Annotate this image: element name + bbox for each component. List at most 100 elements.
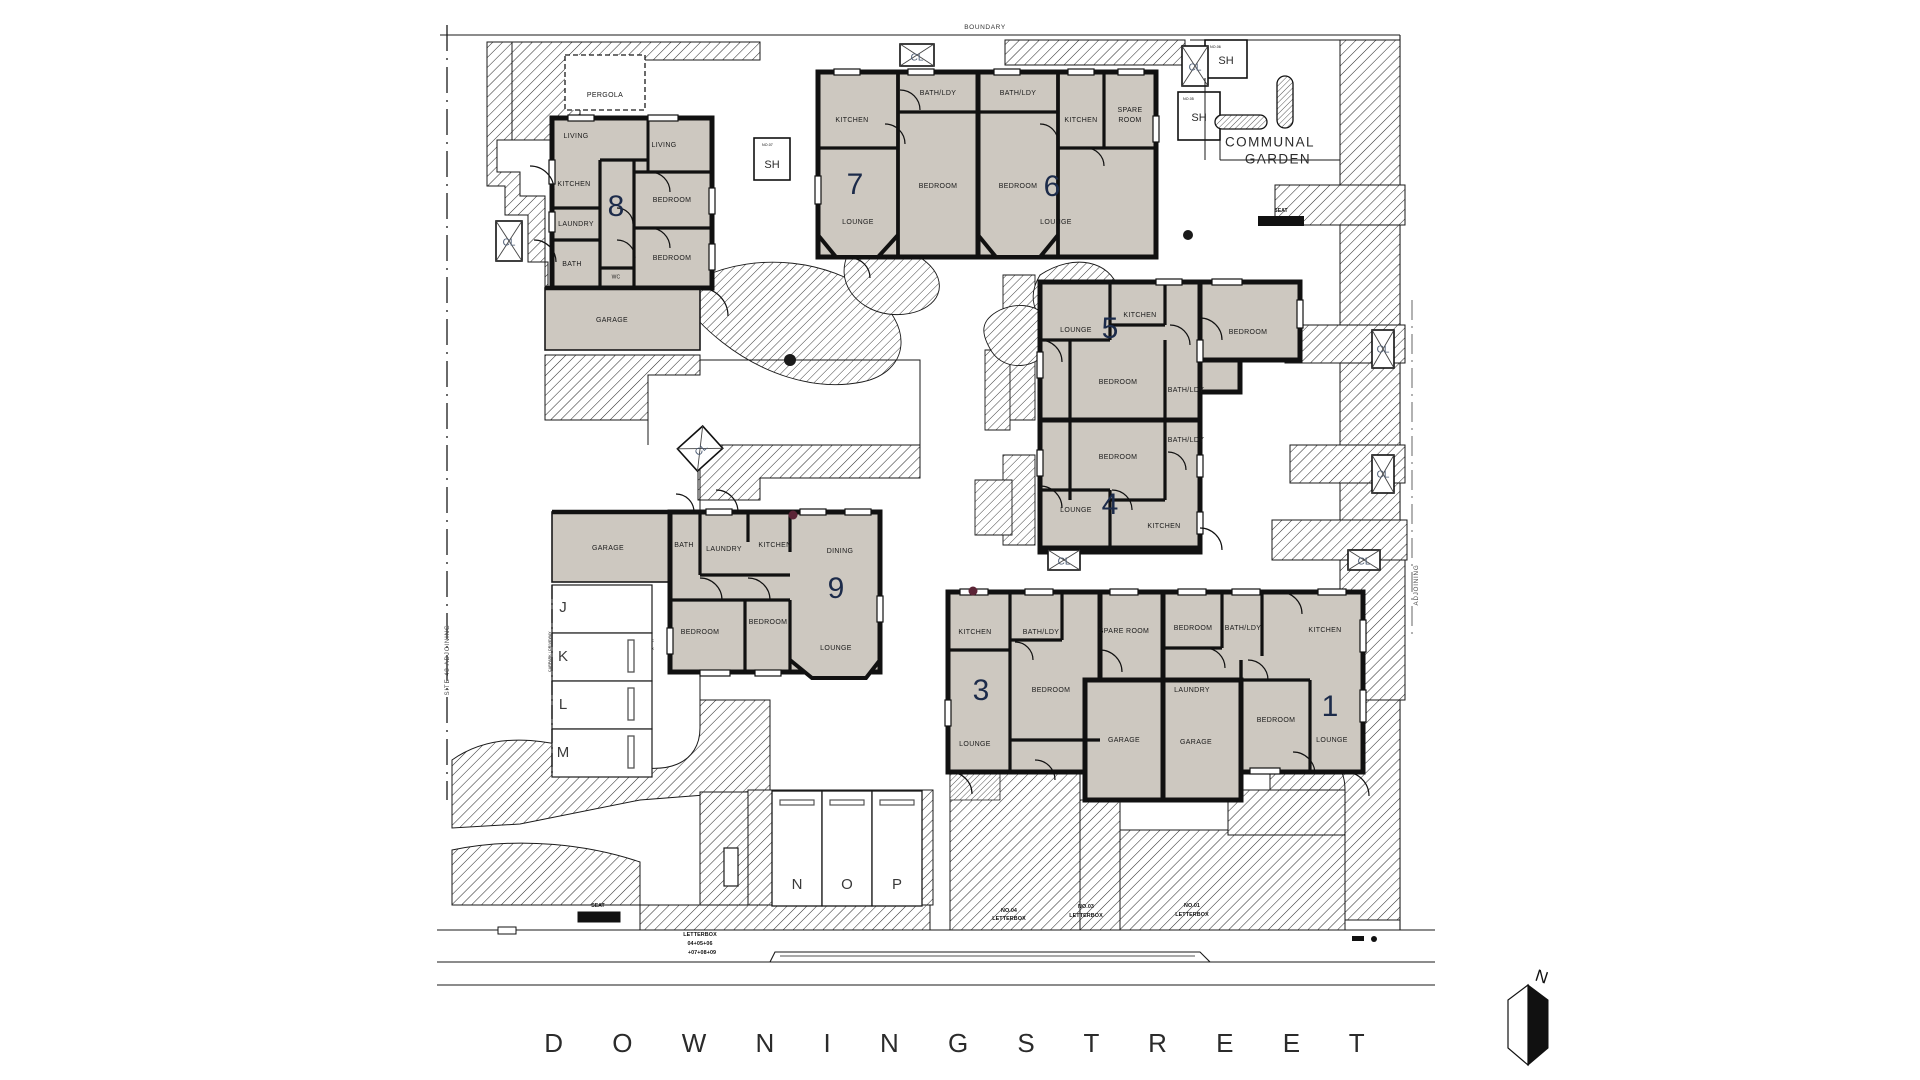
room-label: SPARE	[1118, 107, 1143, 114]
shed-garden-bottom[interactable]: NO.05 SH	[1177, 91, 1221, 141]
clothesline-label: CL	[911, 53, 924, 64]
shed-garden-top[interactable]: NO.06 SH	[1204, 39, 1248, 79]
room-label: SPARE ROOM	[1099, 628, 1149, 635]
unit-4[interactable]: BEDROOM BATH/LDY LOUNGE KITCHEN 4	[1036, 417, 1223, 551]
room-label: KITCHEN	[835, 117, 868, 124]
room-label: KITCHEN	[1064, 117, 1097, 124]
clothesline-unit8[interactable]: CL	[495, 220, 523, 262]
parking-bay-j: J	[559, 599, 567, 616]
room-label: BEDROOM	[1229, 329, 1268, 336]
unit-number-3: 3	[973, 674, 990, 707]
room-label: LOUNGE	[842, 219, 874, 226]
site-markers-bottom-right	[1352, 936, 1377, 942]
clothesline-label: CL	[1058, 557, 1071, 568]
garden-planter-vertical	[1276, 75, 1294, 129]
parking-bay-p: P	[892, 876, 902, 893]
room-label: BATH/LDY	[1225, 625, 1262, 632]
parking-bay-o: O	[841, 876, 853, 893]
unit-number-5: 5	[1102, 312, 1119, 345]
clothesline-label: CL	[1358, 557, 1371, 568]
room-label: KITCHEN	[758, 542, 791, 549]
room-label: BATH	[674, 542, 694, 549]
clothesline-label: CL	[1377, 345, 1390, 356]
clothesline-top-mid[interactable]: CL	[899, 43, 935, 67]
parking-bay-n: N	[792, 876, 803, 893]
unit-6[interactable]: BATH/LDY BEDROOM KITCHEN SPARE ROOM LOUN…	[975, 68, 1160, 260]
unit-number-6: 6	[1044, 170, 1061, 203]
room-label: BEDROOM	[1032, 687, 1071, 694]
room-label: LOUNGE	[1060, 507, 1092, 514]
clothesline-label: CL	[1377, 470, 1390, 481]
communal-garden-line1: COMMUNAL	[1225, 135, 1315, 150]
room-label: KITCHEN	[1147, 523, 1180, 530]
clothesline-right-lower[interactable]: CL	[1347, 549, 1381, 571]
room-label: LIVING	[563, 133, 588, 140]
shed-left[interactable]: NO.07 SH	[753, 137, 791, 181]
room-label: KITCHEN	[1123, 312, 1156, 319]
clothesline-bottom-mid[interactable]: CL	[1047, 549, 1081, 571]
unit-1[interactable]: BEDROOM BATH/LDY KITCHEN LAUNDRY BEDROOM…	[1160, 588, 1370, 803]
street-name-label: D O W N I N G S T R E E T	[544, 1028, 1385, 1058]
communal-garden: COMMUNAL GARDEN SEAT	[1204, 75, 1340, 226]
room-label: BEDROOM	[681, 629, 720, 636]
room-label: LOUNGE	[1060, 327, 1092, 334]
room-label: ROOM	[1118, 117, 1141, 124]
shed-label: SH	[764, 159, 779, 171]
room-label: GARAGE	[1180, 739, 1212, 746]
room-label: BEDROOM	[1257, 717, 1296, 724]
unit-number-8: 8	[608, 190, 625, 223]
boundary-label: BOUNDARY	[964, 24, 1006, 31]
letterbox-no01-line1: NO.01	[1184, 903, 1200, 909]
room-label: LOUNGE	[959, 741, 991, 748]
unit-number-4: 4	[1102, 488, 1119, 521]
room-label: WC	[612, 274, 621, 280]
room-label: BATH	[562, 261, 582, 268]
room-label: BEDROOM	[1099, 379, 1138, 386]
right-side-label: ADJOINING	[1413, 565, 1420, 606]
room-label: LAUNDRY	[706, 546, 742, 553]
driveway-label: CARPARK / DRIVEWAY	[548, 631, 552, 672]
seat-label: SEAT	[1274, 208, 1288, 214]
room-label: LOUNGE	[820, 645, 852, 652]
unit-9[interactable]: GARAGE BATH LAUNDRY KITCHEN DINING BEDRO…	[551, 489, 884, 680]
garden-seat	[1258, 216, 1304, 226]
letterbox-no04: NO.04 LETTERBOX	[992, 908, 1026, 922]
shed-label: SH	[1191, 112, 1206, 124]
room-label: BEDROOM	[653, 255, 692, 262]
room-label: BEDROOM	[653, 197, 692, 204]
clothesline-right-mid[interactable]: CL	[1371, 454, 1395, 494]
room-label: KITCHEN	[557, 181, 590, 188]
letterbox-line3: +07+08+09	[688, 950, 716, 956]
room-label: KITCHEN	[958, 629, 991, 636]
letterbox-no01: NO.01 LETTERBOX	[1175, 903, 1209, 918]
room-label: BATH/LDY	[1168, 437, 1205, 444]
room-label: LAUNDRY	[1174, 687, 1210, 694]
parking-bays-jklm[interactable]: J K L M	[551, 584, 653, 778]
shed-label: SH	[1218, 55, 1233, 67]
room-label: BATH/LDY	[920, 90, 957, 97]
letterbox-line1: LETTERBOX	[683, 932, 717, 938]
letterbox-no03-line2: LETTERBOX	[1069, 913, 1103, 919]
room-label: BEDROOM	[1174, 625, 1213, 632]
parking-bays-nop[interactable]: N O P	[771, 790, 923, 907]
letterbox-no03-line1: NO.03	[1078, 904, 1094, 910]
unit-number-7: 7	[847, 168, 864, 201]
unit-8[interactable]: PERGOLA LIVING LIVING KITCHEN	[529, 54, 729, 351]
clothesline-label: CL	[503, 238, 516, 249]
room-label: BEDROOM	[999, 183, 1038, 190]
letterbox-no04-line2: LETTERBOX	[992, 916, 1026, 922]
communal-garden-line2: GARDEN	[1245, 152, 1311, 167]
clothesline-top-right[interactable]: CL	[1181, 45, 1209, 87]
parking-bay-k: K	[558, 648, 568, 665]
unit-3[interactable]: KITCHEN BATH/LDY SPARE ROOM BEDROOM LOUN…	[944, 586, 1177, 803]
letterbox-line2: 04+05+06	[687, 941, 712, 947]
unit-7[interactable]: KITCHEN LOUNGE BATH/LDY BEDROOM 7	[814, 68, 981, 279]
clothesline-unit9[interactable]: CL	[676, 424, 724, 473]
clothesline-right-upper[interactable]: CL	[1371, 329, 1395, 369]
unit-number-1: 1	[1322, 690, 1339, 723]
service-box-left-of-n	[723, 847, 739, 887]
room-label: BATH/LDY	[1000, 90, 1037, 97]
seat-label-left: SEAT	[591, 903, 605, 909]
north-arrow: N	[1507, 966, 1550, 1067]
